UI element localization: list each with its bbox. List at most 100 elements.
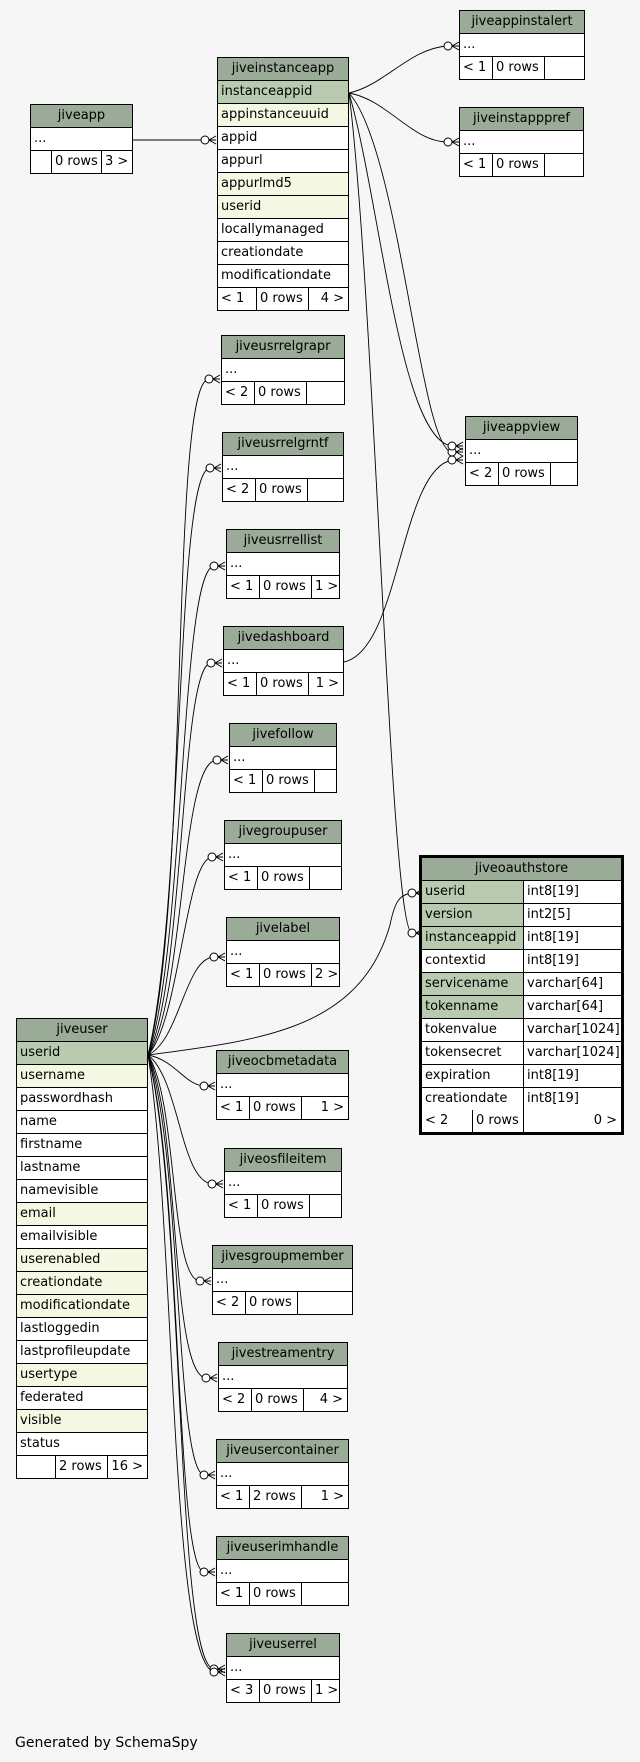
table-title: jiveappview [466, 417, 577, 440]
column-name: expiration [425, 1068, 491, 1083]
footer-rows: 0 rows [245, 1292, 297, 1314]
crows-foot-marker [451, 137, 460, 147]
column-namevisible: namevisible [20, 1183, 99, 1198]
edge-userid-label [147, 956, 215, 1056]
footer-parents: < 1 [228, 870, 252, 885]
footer-children: 4 > [303, 1389, 347, 1411]
table-title: jiveinstanceapp [218, 58, 348, 81]
edge-userid-usrrelgrapr [147, 378, 210, 1056]
column-instanceappid: instanceappid [221, 84, 313, 99]
edge-userid-osfileitem [147, 1054, 213, 1185]
optional-end-marker [443, 137, 453, 147]
column-modificationdate: modificationdate [20, 1298, 130, 1313]
footer-parents: < 1 [230, 579, 254, 594]
ellipsis-row: ... [216, 1272, 229, 1287]
table-jiveinstanceapp[interactable]: jiveinstanceapp instanceappid appinstanc… [217, 57, 349, 311]
table-title: jiveusrrelgrntf [223, 433, 343, 456]
optional-end-marker [407, 928, 417, 938]
ellipsis-row: ... [463, 37, 476, 52]
footer-children [307, 479, 343, 501]
optional-end-marker [209, 1664, 219, 1674]
column-visible: visible [20, 1413, 62, 1428]
edge-instanceappid-instapppref [348, 92, 449, 143]
edge-userid-ocbmetadata [147, 1054, 205, 1087]
table-title: jiveusercontainer [217, 1440, 348, 1463]
footer-rows: 0 rows [254, 382, 306, 404]
optional-end-marker [206, 658, 216, 668]
column-username: username [20, 1068, 85, 1083]
footer-children: 1 > [301, 1486, 348, 1508]
column-appurlmd5: appurlmd5 [221, 176, 292, 191]
optional-end-marker [443, 41, 453, 51]
footer-children [297, 1292, 352, 1314]
optional-end-marker [199, 1470, 209, 1480]
table-title: jiveinstapppref [460, 108, 583, 131]
footer-children [306, 382, 344, 404]
table-title: jiveosfileitem [225, 1149, 341, 1172]
optional-end-marker [207, 1179, 217, 1189]
column-name: servicename [425, 976, 509, 991]
column-firstname: firstname [20, 1137, 83, 1152]
column-type: int8[19] [523, 927, 621, 949]
edge-dashboard-appview [343, 459, 453, 663]
ellipsis-row: ... [228, 1175, 241, 1190]
table-title: jiveapp [31, 105, 132, 128]
footer-children: 1 > [301, 1097, 348, 1119]
ellipsis-row: ... [233, 750, 246, 765]
edge-userid-streamentry [147, 1054, 207, 1379]
footer-rows: 0 rows [251, 1389, 303, 1411]
crows-foot-marker [209, 1373, 218, 1383]
footer-parents: < 2 [222, 1392, 246, 1407]
ellipsis-row: ... [220, 1077, 233, 1092]
crows-foot-marker [207, 1567, 216, 1577]
footer-parents: < 2 [425, 1113, 449, 1128]
footer-children [314, 770, 336, 792]
table-jiveuser[interactable]: jiveuser userid username passwordhash na… [16, 1018, 148, 1479]
edge-userid-sgroupmember [147, 1054, 201, 1282]
footer-children: 1 > [308, 673, 343, 695]
column-creationdate: creationdate [20, 1275, 103, 1290]
table-title: jiveusrrellist [227, 530, 339, 553]
edge-userid-usrrellist [147, 565, 215, 1056]
footer-rows: 0 rows [255, 479, 307, 501]
column-type: varchar[64] [523, 996, 621, 1018]
footer-rows: 0 rows [259, 1680, 311, 1702]
ellipsis-row: ... [463, 134, 476, 149]
column-status: status [20, 1436, 60, 1451]
footer-parents: < 1 [220, 1489, 244, 1504]
edge-userid-userimhandle [147, 1054, 205, 1573]
column-name: tokenvalue [425, 1022, 497, 1037]
footer-rows: 0 rows [498, 463, 550, 485]
edge-userid-dashboard [147, 662, 212, 1056]
table-title: jiveuser [17, 1019, 147, 1042]
table-jiveapp[interactable]: jiveapp ... 0 rows 3 > [30, 104, 133, 174]
column-name: userid [425, 884, 466, 899]
table-title: jivelabel [227, 918, 339, 941]
column-type: varchar[1024] [523, 1019, 621, 1041]
ellipsis-row: ... [228, 847, 241, 862]
edge-userid-follow [147, 759, 218, 1056]
crows-foot-marker [207, 1470, 216, 1480]
edge-instanceappid-appview-2 [348, 92, 453, 447]
table-title: jiveocbmetadata [217, 1051, 348, 1074]
